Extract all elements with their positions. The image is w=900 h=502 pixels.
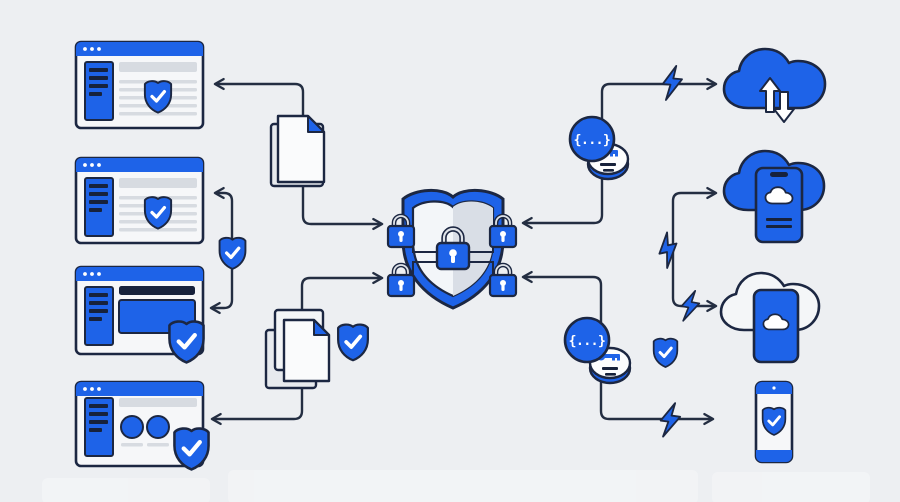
flow-docs-bottom-to-browser-4 [210, 378, 304, 426]
browser-window-3 [74, 265, 204, 363]
lightning-bolt-icon-2 [654, 230, 682, 270]
flow-docs-bottom-to-shield [300, 271, 384, 318]
browser-2-header-bar [119, 178, 197, 188]
phone-body [754, 166, 804, 244]
browser-2-window-dots [83, 163, 101, 167]
code-badge-glyph: {...} [569, 334, 606, 349]
browser-2-sidebar-items [89, 184, 108, 212]
browser-window-4 [74, 380, 209, 469]
browser-1-titlebar [76, 42, 203, 56]
browser-3-sidebar-items [89, 293, 108, 321]
code-badge-circle [568, 115, 616, 163]
cloud-upload-download [722, 47, 827, 123]
api-token-bottom: {...} [563, 316, 632, 385]
browser-2-titlebar [76, 158, 203, 172]
browser-3-window-dots [83, 272, 101, 276]
flow-docs-top-to-shield [301, 180, 384, 231]
phone-bottom-band [756, 450, 792, 462]
padlock-bottom-left-icon [386, 262, 416, 298]
browser-1-text-lines [119, 80, 197, 116]
document-stack-bottom [264, 308, 331, 390]
flow-docs-top-to-browser-1 [213, 77, 305, 122]
browser-window-2 [74, 156, 205, 245]
padlock-bottom-right-icon [488, 262, 518, 298]
lightning-bolt-icon-1 [660, 63, 685, 103]
checkpoint-shield-docs-icon [338, 325, 368, 361]
browser-4-caption-lines [121, 443, 169, 447]
central-security-shield [386, 189, 518, 310]
browser-1-header-bar [119, 62, 197, 72]
phone-camera-dot [772, 386, 776, 390]
browser-4-sidebar-items [89, 404, 108, 432]
browser-3-titlebar [76, 267, 203, 281]
api-token-top: {...} [568, 115, 630, 181]
secure-phone [754, 380, 794, 464]
coin-text-lines [600, 163, 616, 172]
checkpoint-shield-left-icon [217, 236, 248, 270]
browser-1-window-dots [83, 47, 101, 51]
browser-4-titlebar [76, 382, 203, 396]
lightning-bolt-icon-4 [657, 400, 683, 440]
code-badge-glyph: {...} [574, 133, 611, 148]
browser-3-dark-banner [119, 286, 195, 295]
coin-text-lines [602, 367, 618, 376]
checkpoint-shield-right-icon [652, 337, 679, 369]
phone-text-lines [766, 218, 792, 228]
document-stack-top [269, 114, 326, 188]
code-badge-circle [563, 316, 611, 364]
browser-window-1 [74, 40, 205, 130]
browser-1-sidebar-items [89, 68, 108, 96]
browser-4-stat-circle-2 [146, 415, 170, 439]
lightning-bolt-icon-3 [678, 288, 703, 325]
browser-4-header-bar [119, 398, 197, 407]
background-ghost-bands [42, 470, 870, 502]
padlock-top-left-icon [386, 213, 416, 249]
document-fold-corner [307, 115, 325, 133]
download-arrow-icon [773, 91, 795, 123]
padlock-top-right-icon [488, 213, 518, 249]
cloud-with-phone-blue [722, 149, 826, 244]
document-fold-corner [313, 319, 330, 336]
upload-arrow-icon [759, 77, 781, 113]
cloud-shape [722, 47, 827, 110]
padlock-center-icon [435, 226, 471, 271]
browser-3-shield-badge-icon [169, 322, 203, 363]
phone-notch [770, 172, 788, 177]
browser-4-window-dots [83, 387, 101, 391]
flow-relay-to-clouds [671, 186, 718, 313]
browser-4-stat-circle-1 [120, 415, 144, 439]
cloud-with-phone-outline [719, 271, 821, 364]
